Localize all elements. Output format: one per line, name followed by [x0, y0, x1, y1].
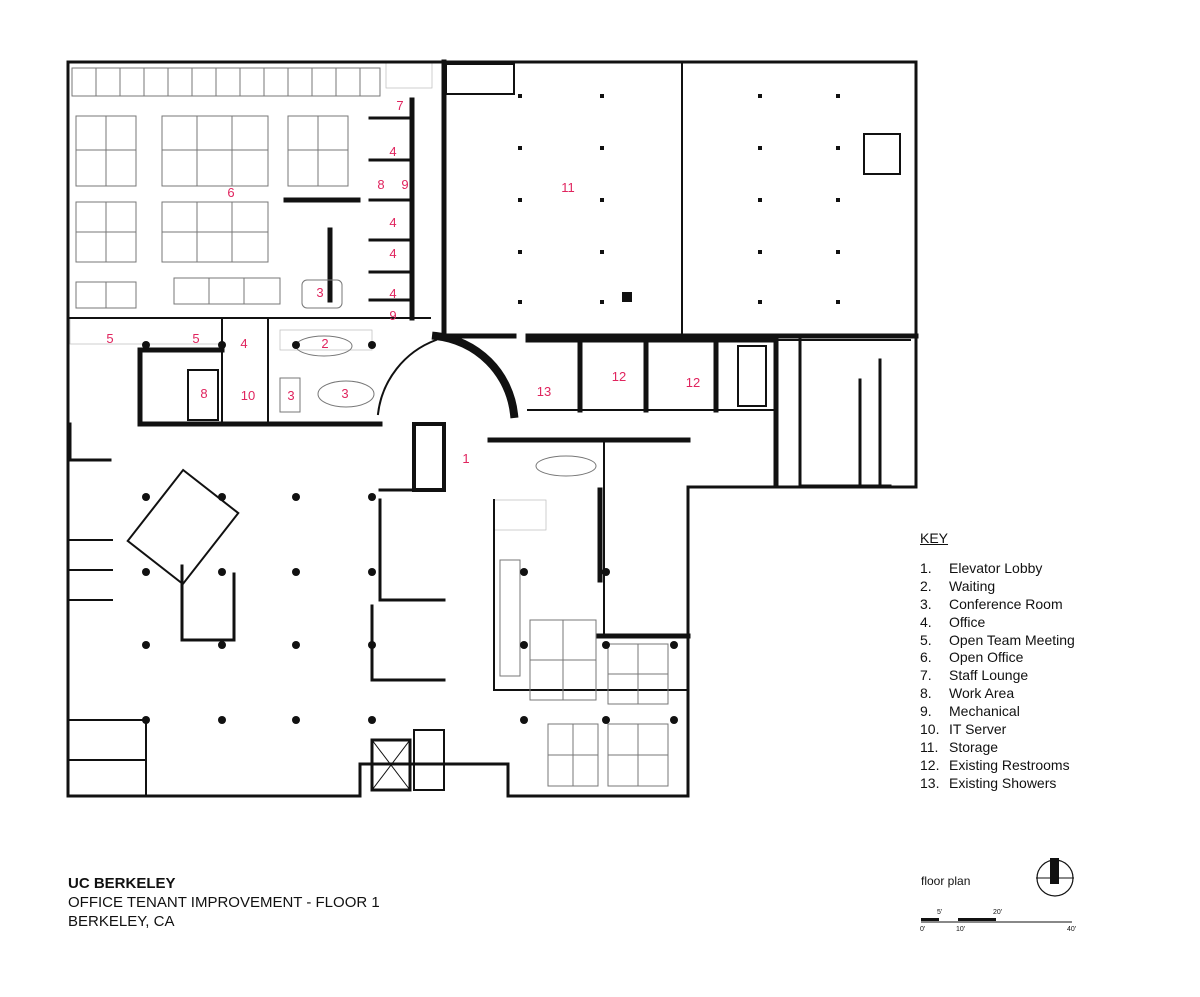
columns [142, 94, 840, 724]
key-item-label: Elevator Lobby [949, 560, 1043, 576]
key-item: 13. Existing Showers [920, 775, 1075, 793]
key-item: 7. Staff Lounge [920, 667, 1075, 685]
room-label: 4 [389, 144, 396, 159]
scale-bar: 0' 5' 10' 20' 40' [920, 909, 1076, 933]
key-item-label: IT Server [949, 721, 1007, 738]
key-item-number: 8. [920, 685, 932, 702]
client-name: UC BERKELEY [68, 875, 176, 892]
key-item-label: Mechanical [949, 703, 1020, 720]
key-item: 2. Waiting [920, 578, 1075, 596]
room-label: 2 [321, 336, 328, 351]
room-label: 3 [341, 386, 348, 401]
room-label: 4 [240, 336, 247, 351]
key-item-label: Open Office [949, 649, 1024, 666]
scale-tick-label: 20' [993, 909, 1002, 916]
scale-tick-label: 5' [937, 909, 942, 916]
key-item: 12. Existing Restrooms [920, 757, 1075, 775]
project-location: BERKELEY, CA [68, 913, 175, 930]
key-item-number: 12. [920, 756, 940, 773]
key-item: 9. Mechanical [920, 703, 1075, 721]
legend-key: KEY 1. Elevator Lobby 2. Waiting 3. Confere… [920, 530, 1075, 793]
key-item-label: Storage [949, 738, 999, 755]
room-label: 12 [686, 375, 700, 390]
room-label: 9 [389, 308, 396, 323]
building-walls [66, 59, 919, 798]
room-label: 4 [389, 246, 396, 261]
key-item: 6. Open Office [920, 649, 1075, 667]
key-item-label: Office [949, 613, 986, 630]
key-title: KEY [920, 530, 949, 546]
key-item-number: 7. [920, 667, 932, 684]
key-item: 5. Open Team Meeting [920, 632, 1075, 650]
room-label: 5 [192, 331, 199, 346]
key-item-number: 13. [920, 774, 940, 791]
room-label: 9 [401, 177, 408, 192]
room-label: 3 [287, 388, 294, 403]
key-item-number: 4. [920, 613, 932, 630]
key-item-label: Work Area [949, 685, 1015, 702]
scale-tick-label: 40' [1067, 926, 1076, 933]
key-item-label: Existing Showers [949, 774, 1057, 791]
key-item-label: Existing Restrooms [949, 756, 1070, 773]
project-name: OFFICE TENANT IMPROVEMENT - FLOOR 1 [68, 894, 380, 911]
room-label: 1 [462, 451, 469, 466]
room-label: 13 [537, 384, 551, 399]
key-item: 4. Office [920, 614, 1075, 632]
key-item: 10. IT Server [920, 721, 1075, 739]
key-item-number: 6. [920, 649, 932, 666]
key-item-number: 2. [920, 577, 932, 594]
key-item: 8. Work Area [920, 685, 1075, 703]
room-label: 8 [377, 177, 384, 192]
key-item: 1. Elevator Lobby [920, 560, 1075, 578]
key-item-label: Waiting [949, 577, 996, 594]
room-label: 11 [561, 180, 575, 195]
key-item-number: 5. [920, 631, 932, 648]
drawing-caption: floor plan [921, 874, 971, 888]
north-arrow [1036, 858, 1074, 897]
room-label: 3 [316, 285, 323, 300]
key-item-number: 10. [920, 721, 940, 738]
key-list: 1. Elevator Lobby 2. Waiting 3. Conference … [920, 560, 1075, 793]
key-item-number: 3. [920, 595, 932, 612]
key-item: 11. Storage [920, 739, 1075, 757]
key-item-number: 11. [920, 738, 939, 755]
key-item-label: Conference Room [949, 595, 1063, 612]
room-label: 8 [200, 386, 207, 401]
room-labels: 1 2 3 3 3 4 4 4 4 4 5 5 6 7 8 8 9 9 10 1… [106, 98, 700, 466]
key-item-label: Staff Lounge [949, 667, 1029, 684]
key-item-label: Open Team Meeting [949, 631, 1075, 648]
room-label: 4 [389, 215, 396, 230]
key-item-number: 9. [920, 703, 932, 720]
room-label: 5 [106, 331, 113, 346]
room-label: 12 [612, 369, 626, 384]
room-label: 4 [389, 286, 396, 301]
room-label: 6 [227, 185, 234, 200]
room-label: 7 [396, 98, 403, 113]
scale-tick-label: 10' [956, 926, 965, 933]
workstations [71, 67, 669, 787]
title-block: UC BERKELEY OFFICE TENANT IMPROVEMENT - … [68, 874, 380, 931]
key-item: 3. Conference Room [920, 596, 1075, 614]
grid-hatch [69, 61, 547, 531]
scale-tick-label: 0' [920, 926, 925, 933]
key-item-number: 1. [920, 560, 932, 576]
room-label: 10 [241, 388, 255, 403]
